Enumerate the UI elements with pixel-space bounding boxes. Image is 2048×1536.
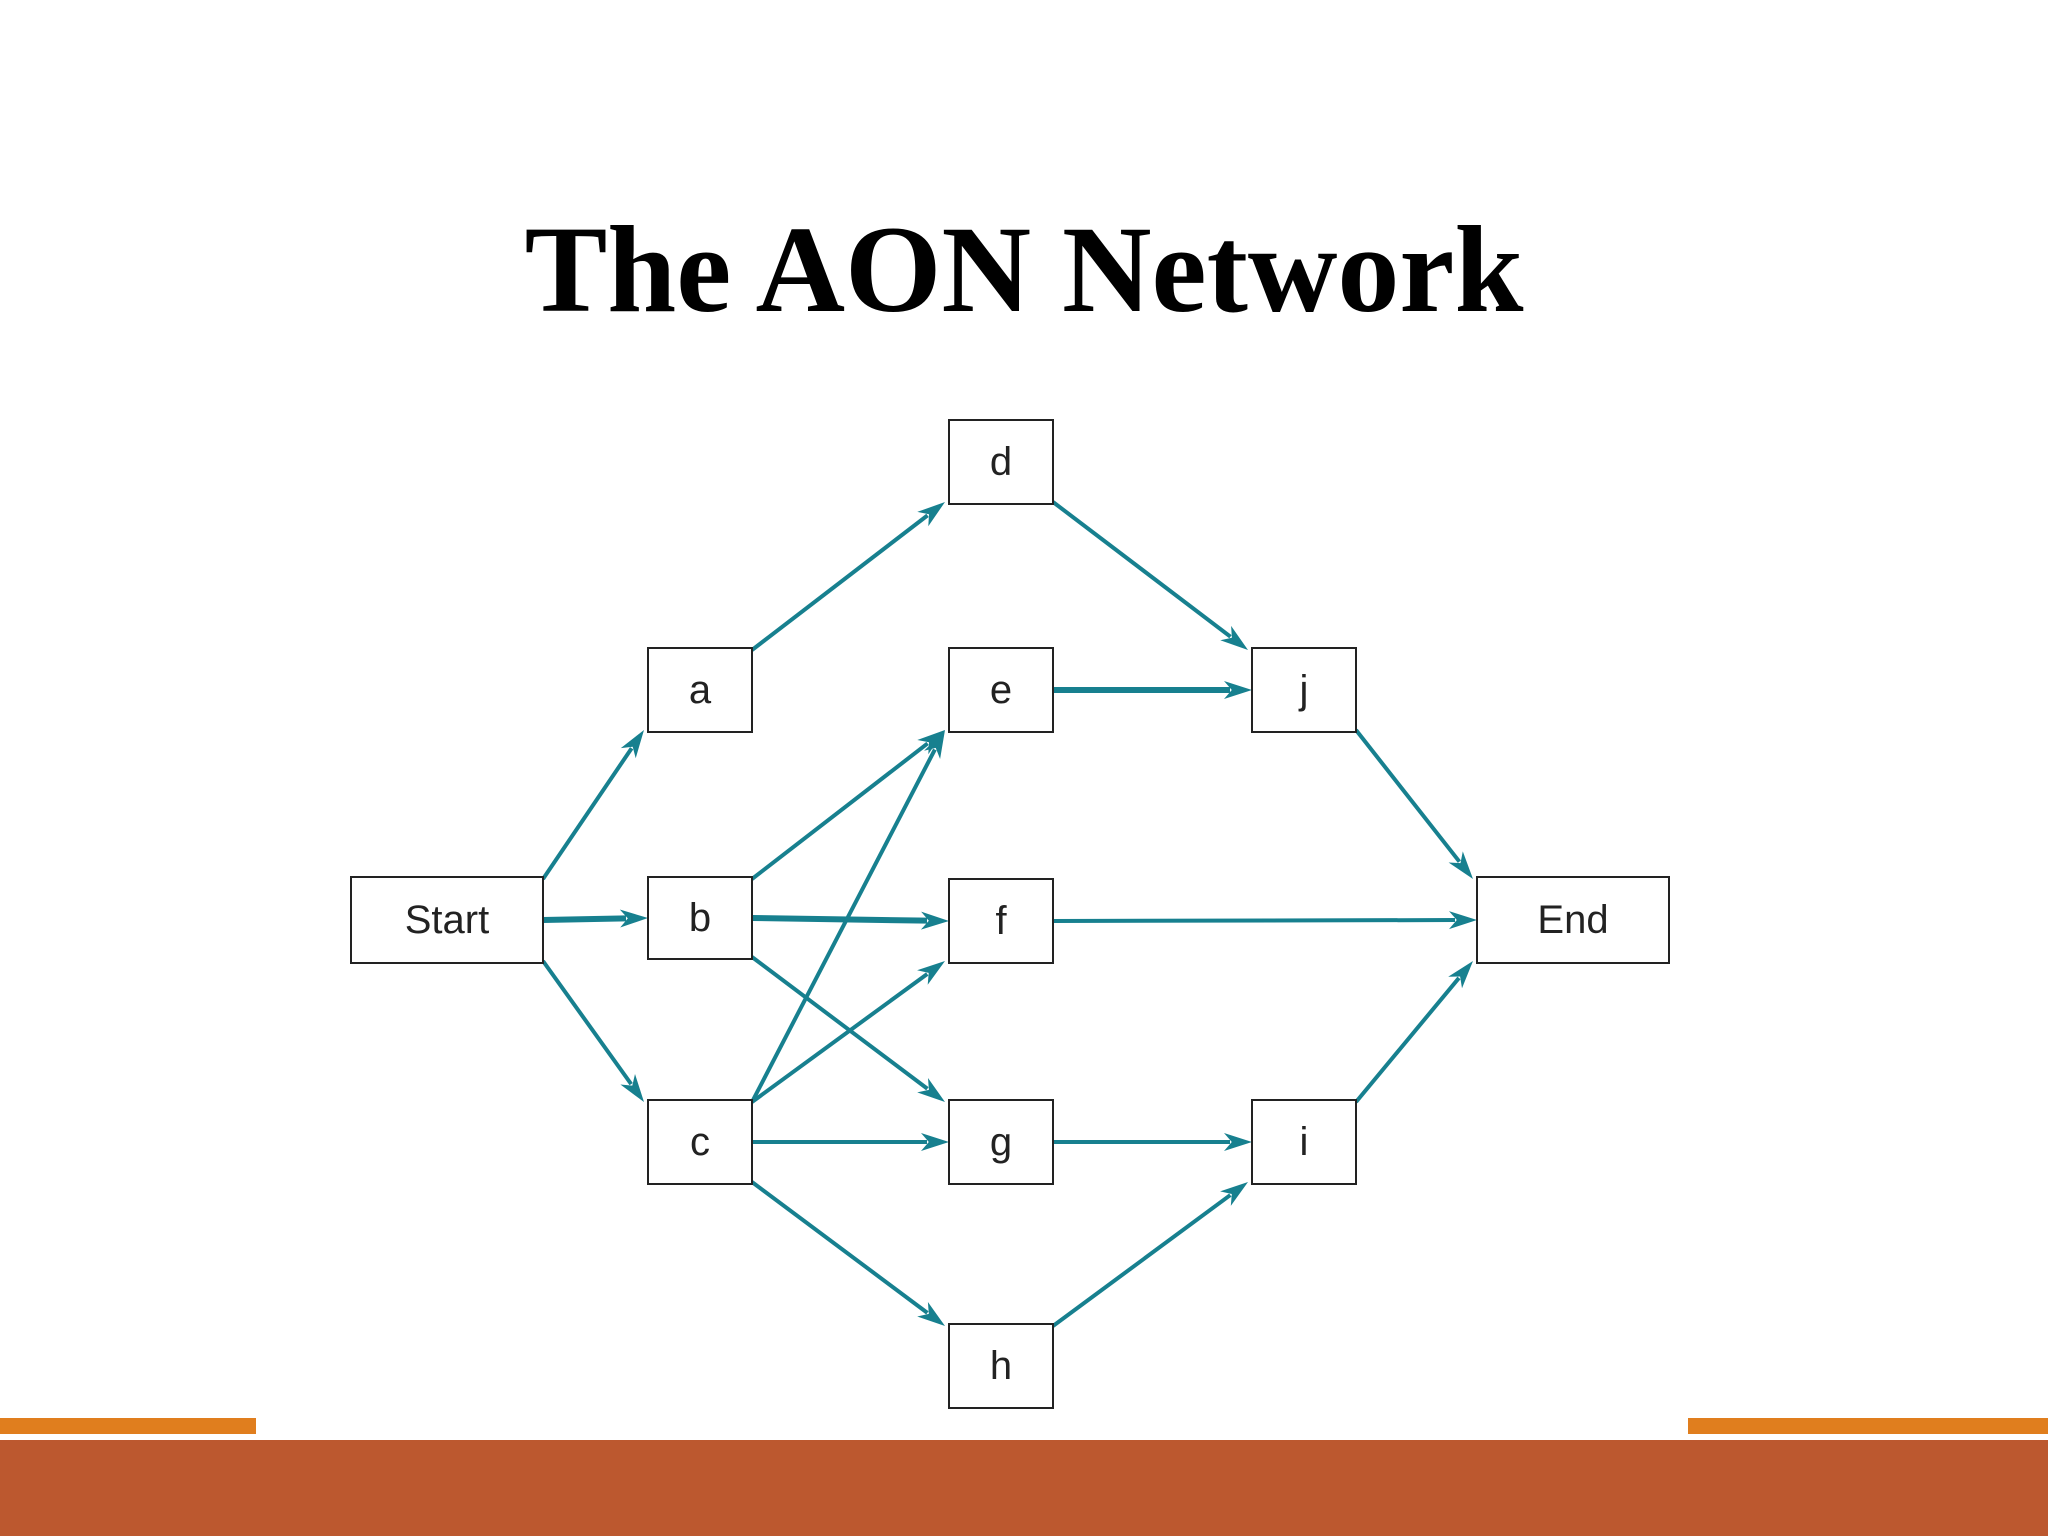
node-box	[948, 647, 1054, 733]
node-j: j	[1251, 647, 1357, 733]
edge-line	[1051, 1193, 1232, 1328]
arrowhead-icon	[917, 961, 945, 985]
arrowhead-icon	[1449, 911, 1477, 930]
node-box	[1251, 1099, 1357, 1185]
node-end: End	[1476, 876, 1670, 964]
edge-line	[542, 915, 627, 923]
edge-c-to-h	[750, 1180, 945, 1326]
node-start: Start	[350, 876, 544, 964]
node-label: f	[995, 899, 1007, 943]
edge-line	[750, 972, 929, 1104]
node-box	[948, 1099, 1054, 1185]
node-label: g	[990, 1120, 1012, 1164]
node-c: c	[647, 1099, 753, 1185]
edge-line	[1052, 918, 1456, 923]
node-label: j	[1299, 668, 1309, 712]
node-b: b	[647, 876, 753, 960]
node-box	[647, 876, 753, 960]
edge-b-to-f	[751, 911, 949, 930]
edge-line	[541, 959, 633, 1086]
node-label: b	[689, 896, 711, 940]
node-label: Start	[405, 898, 489, 942]
edge-g-to-i	[1053, 1133, 1252, 1151]
edge-j-to-end	[1354, 728, 1473, 879]
node-box	[948, 419, 1054, 505]
edge-c-to-g	[752, 1133, 949, 1151]
node-box	[647, 647, 753, 733]
node-g: g	[948, 1099, 1054, 1185]
node-label: h	[990, 1344, 1012, 1388]
edge-line	[750, 513, 929, 652]
node-i: i	[1251, 1099, 1357, 1185]
edge-line	[1051, 500, 1232, 639]
arrowhead-icon	[917, 1302, 945, 1326]
arrowhead-icon	[1220, 1182, 1248, 1206]
edge-d-to-j	[1051, 500, 1248, 650]
arrowhead-icon	[921, 1133, 949, 1151]
node-label: d	[990, 440, 1012, 484]
arrowhead-icon	[619, 909, 648, 928]
arrowhead-icon	[620, 1074, 644, 1102]
node-f: f	[948, 878, 1054, 964]
edge-e-to-j	[1053, 681, 1252, 699]
arrowhead-icon	[1448, 961, 1473, 989]
edge-line	[1354, 728, 1461, 863]
arrowhead-icon	[917, 1078, 945, 1102]
node-h: h	[948, 1323, 1054, 1409]
edge-line	[541, 747, 634, 881]
node-label: e	[990, 668, 1012, 712]
arrowhead-icon	[1220, 625, 1248, 650]
arrowhead-icon	[917, 730, 945, 755]
node-a: a	[647, 647, 753, 733]
edge-b-to-e	[750, 730, 945, 881]
edge-line	[751, 915, 928, 924]
edge-line	[750, 955, 929, 1091]
arrowhead-icon	[620, 730, 644, 759]
node-label: End	[1537, 898, 1608, 942]
node-box	[948, 878, 1054, 964]
edge-c-to-f	[750, 961, 945, 1104]
node-label: i	[1300, 1120, 1309, 1164]
arrowhead-icon	[1224, 681, 1252, 699]
edge-line	[750, 741, 929, 881]
edge-b-to-g	[750, 955, 945, 1102]
node-box	[948, 1323, 1054, 1409]
edge-h-to-i	[1051, 1182, 1248, 1328]
edges-layer	[541, 500, 1477, 1328]
edge-line	[1354, 976, 1461, 1104]
footer-bar	[0, 1440, 2048, 1536]
arrowhead-icon	[1224, 1133, 1252, 1151]
slide-title: The AON Network	[524, 201, 1524, 338]
footer-accent-stripe-right	[1688, 1418, 2048, 1434]
footer-accent-stripe-left	[0, 1418, 256, 1434]
edge-a-to-d	[750, 502, 945, 652]
edge-line	[750, 1180, 929, 1315]
arrowhead-icon	[924, 730, 945, 759]
node-box	[350, 876, 544, 964]
edge-start-to-c	[541, 959, 644, 1102]
arrowhead-icon	[917, 502, 945, 527]
edge-c-to-e	[750, 730, 945, 1103]
node-label: c	[690, 1120, 710, 1164]
node-box	[1251, 647, 1357, 733]
node-box	[647, 1099, 753, 1185]
node-box	[1476, 876, 1670, 964]
edge-i-to-end	[1354, 961, 1473, 1104]
edge-start-to-b	[542, 909, 648, 928]
node-d: d	[948, 419, 1054, 505]
edge-line	[750, 748, 937, 1103]
node-e: e	[948, 647, 1054, 733]
arrowhead-icon	[1448, 851, 1473, 879]
node-label: a	[689, 668, 712, 712]
edge-f-to-end	[1052, 911, 1477, 930]
edge-start-to-a	[541, 730, 644, 881]
arrowhead-icon	[920, 911, 949, 930]
